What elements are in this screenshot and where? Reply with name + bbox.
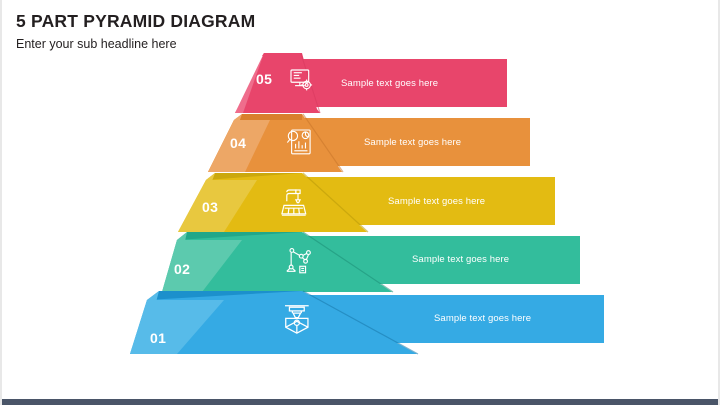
layer-04-face-left-gradient xyxy=(208,120,270,172)
bottom-bar xyxy=(2,399,718,405)
pyramid-layer-02[interactable] xyxy=(162,232,580,292)
page-subtitle: Enter your sub headline here xyxy=(16,37,177,51)
layer-01-face-left-gradient xyxy=(130,300,224,354)
layer-04-text: Sample text goes here xyxy=(364,137,462,148)
monitor-gear-icon xyxy=(290,69,313,91)
layer-02-side-fill xyxy=(162,232,187,292)
layer-05-text: Sample text goes here xyxy=(341,78,439,89)
layer-01-number: 01 xyxy=(150,330,167,346)
pyramid-layer-01[interactable] xyxy=(130,291,604,354)
layer-03-face-left-gradient xyxy=(178,180,257,232)
layer-03-side-fill xyxy=(178,173,215,232)
layer-01-text: Sample text goes here xyxy=(434,313,532,324)
pyramid-layer-03[interactable] xyxy=(178,173,555,232)
layer-04-top-edge xyxy=(234,114,302,120)
page-title: 5 PART PYRAMID DIAGRAM xyxy=(16,11,256,31)
layer-05-number: 05 xyxy=(256,71,273,87)
layer-05-banner xyxy=(302,59,507,107)
pyramid-layer-05[interactable] xyxy=(235,53,507,113)
layer-04-banner xyxy=(302,118,530,166)
layer-05-front-right xyxy=(243,53,318,113)
3d-printer-head-icon xyxy=(285,305,309,334)
analytics-report-icon xyxy=(286,129,311,155)
layer-04-number: 04 xyxy=(230,135,247,151)
robot-arm-icon xyxy=(286,247,311,274)
layer-02-number: 02 xyxy=(174,261,191,277)
layer-02-text: Sample text goes here xyxy=(412,254,510,265)
layer-03-text: Sample text goes here xyxy=(388,196,486,207)
layer-03-number: 03 xyxy=(202,199,219,215)
pyramid-layer-04[interactable] xyxy=(208,114,530,172)
layer-01-side-fill xyxy=(130,291,159,354)
layer-05-cap xyxy=(262,53,302,56)
cnc-machine-icon xyxy=(281,189,307,216)
